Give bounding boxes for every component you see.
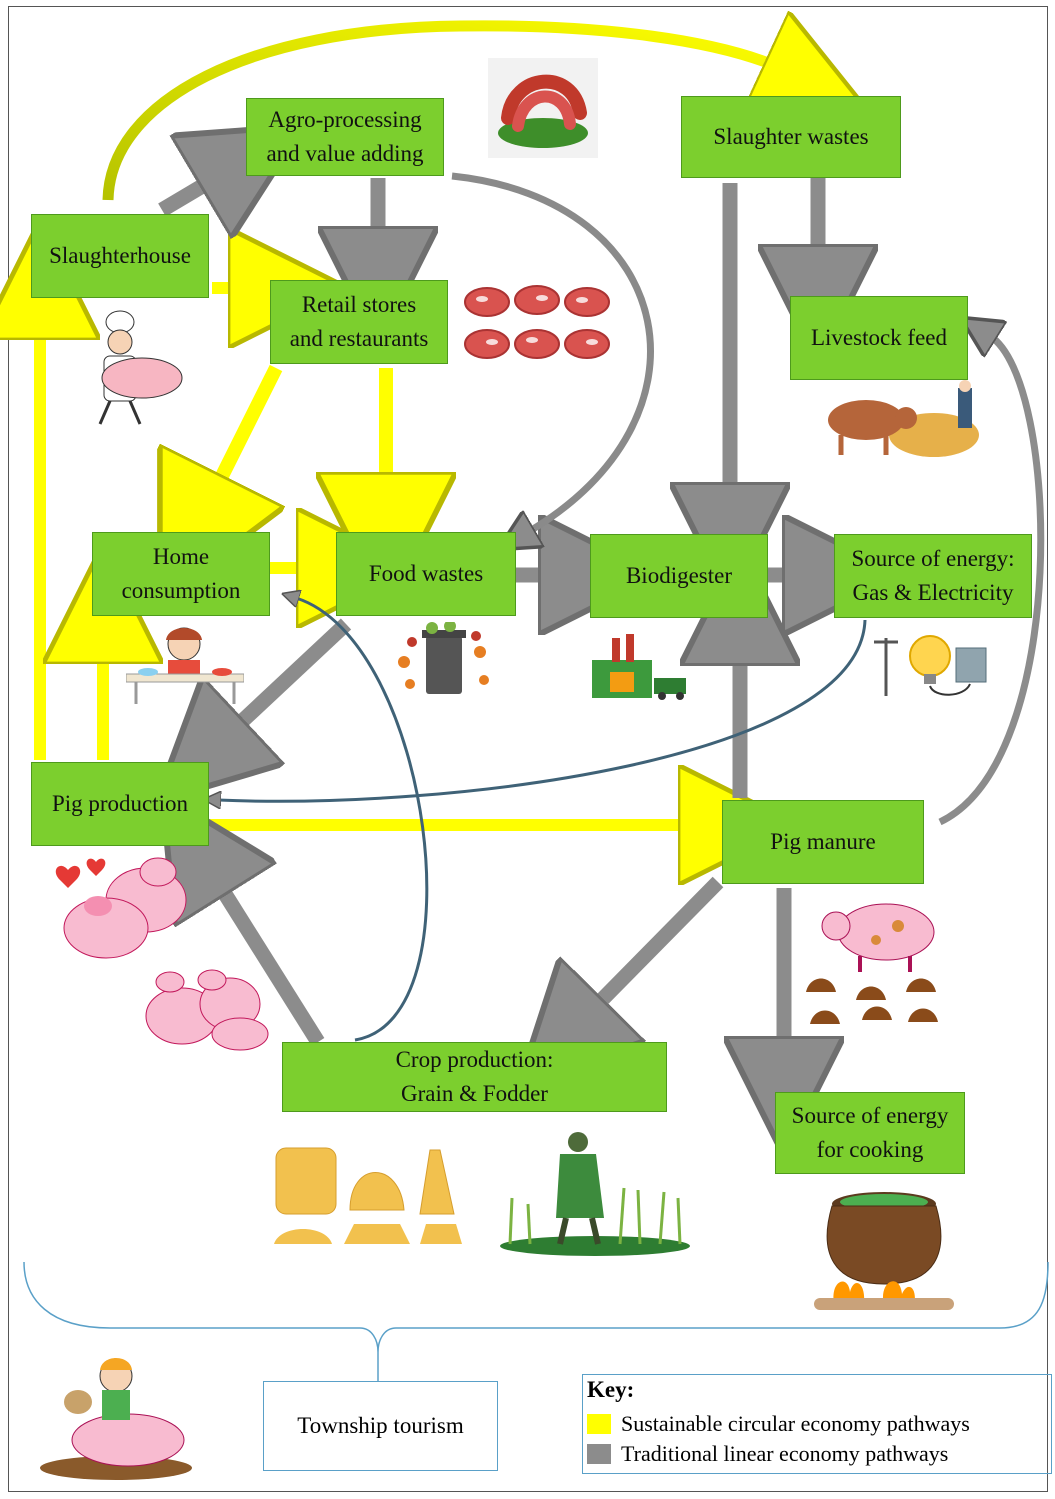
hay-bales-icon [274, 1147, 462, 1244]
node-crop-line-2: Grain & Fodder [401, 1081, 548, 1106]
curve-crop-to-home [296, 598, 429, 1042]
waste-bin-icon [398, 622, 489, 694]
node-livestock-feed-label: Livestock feed [810, 325, 948, 350]
legend-label-linear: Traditional linear economy pathways [621, 1441, 949, 1466]
boy-riding-pig-icon [40, 1358, 192, 1480]
legend-swatch-linear [587, 1444, 611, 1464]
node-slaughter-wastes-label: Slaughter wastes [713, 124, 869, 149]
node-home-line-2: consumption [121, 578, 241, 603]
node-food-wastes-label: Food wastes [368, 561, 484, 586]
node-retail-stores: Retail stores and restaurants [270, 280, 448, 364]
node-agro-line-1: Agro-processing [268, 107, 422, 132]
cooking-pot-fire-icon [814, 1192, 954, 1310]
node-livestock-feed: Livestock feed [790, 296, 968, 380]
butcher-with-pig-icon [98, 310, 183, 425]
node-energy-cooking: Source of energy for cooking [775, 1092, 965, 1174]
cow-feeding-icon [828, 380, 979, 457]
sausage-icon [488, 58, 598, 158]
tourism-brace [23, 1261, 1049, 1353]
curve-pig-manure-to-livestock-feed [938, 336, 1045, 826]
node-food-wastes: Food wastes [336, 532, 516, 616]
node-energy-line-2: Gas & Electricity [852, 580, 1014, 605]
child-eating-icon [126, 627, 244, 704]
node-crop-line-1: Crop production: [395, 1047, 554, 1072]
pig-with-dung-icon [806, 903, 938, 1024]
node-cooking-line-1: Source of energy [791, 1103, 949, 1128]
node-slaughter-wastes: Slaughter wastes [681, 96, 901, 178]
raw-meat-icon [464, 285, 610, 359]
legend-title: Key: [587, 1377, 635, 1402]
legend-swatch-circular [587, 1414, 611, 1434]
piglets-icon [145, 969, 269, 1051]
node-township-tourism: Township tourism [263, 1381, 498, 1471]
arrow-slaughterhouse-to-agro [158, 172, 226, 210]
node-pig-manure-label: Pig manure [770, 829, 876, 854]
node-biodigester-label: Biodigester [625, 563, 733, 588]
node-slaughterhouse: Slaughterhouse [31, 214, 209, 298]
arrow-crop-to-pig-production [210, 870, 325, 1046]
lightbulb-icon [874, 635, 987, 696]
arrow-slaughterhouse-to-slaughter-wastes [102, 26, 785, 201]
farmer-icon [500, 1132, 690, 1256]
node-energy-line-1: Source of energy: [851, 546, 1015, 571]
diagram-frame [8, 6, 1048, 1492]
node-pig-manure: Pig manure [722, 800, 924, 884]
node-pig-production: Pig production [31, 762, 209, 846]
node-crop-production: Crop production: Grain & Fodder [282, 1042, 667, 1112]
legend: Key: Sustainable circular economy pathwa… [582, 1374, 1052, 1474]
legend-item-linear: Traditional linear economy pathways [587, 1441, 948, 1467]
node-home-consumption: Home consumption [92, 532, 270, 616]
pigs-in-love-icon [55, 857, 187, 959]
arrow-food-wastes-to-pig-production [222, 618, 352, 740]
arrow-pig-manure-to-crop [582, 876, 724, 1020]
factory-icon [592, 634, 686, 700]
legend-label-circular: Sustainable circular economy pathways [621, 1411, 970, 1436]
curve-agro-to-food-wastes [451, 172, 654, 532]
node-home-line-1: Home [152, 544, 210, 569]
node-retail-line-1: Retail stores [301, 292, 417, 317]
legend-item-circular: Sustainable circular economy pathways [587, 1411, 970, 1437]
node-cooking-line-2: for cooking [816, 1137, 924, 1162]
node-energy-gas-electricity: Source of energy: Gas & Electricity [834, 534, 1032, 618]
node-slaughterhouse-label: Slaughterhouse [49, 243, 191, 268]
node-agro-line-2: and value adding [266, 141, 424, 166]
arrow-retail-to-home [210, 364, 276, 500]
curve-energy-to-pig-production [218, 619, 867, 801]
node-pig-production-label: Pig production [51, 791, 189, 816]
node-biodigester: Biodigester [590, 534, 768, 618]
node-agro-processing: Agro-processing and value adding [246, 98, 444, 176]
node-township-tourism-label: Township tourism [297, 1413, 464, 1438]
node-retail-line-2: and restaurants [289, 326, 429, 351]
